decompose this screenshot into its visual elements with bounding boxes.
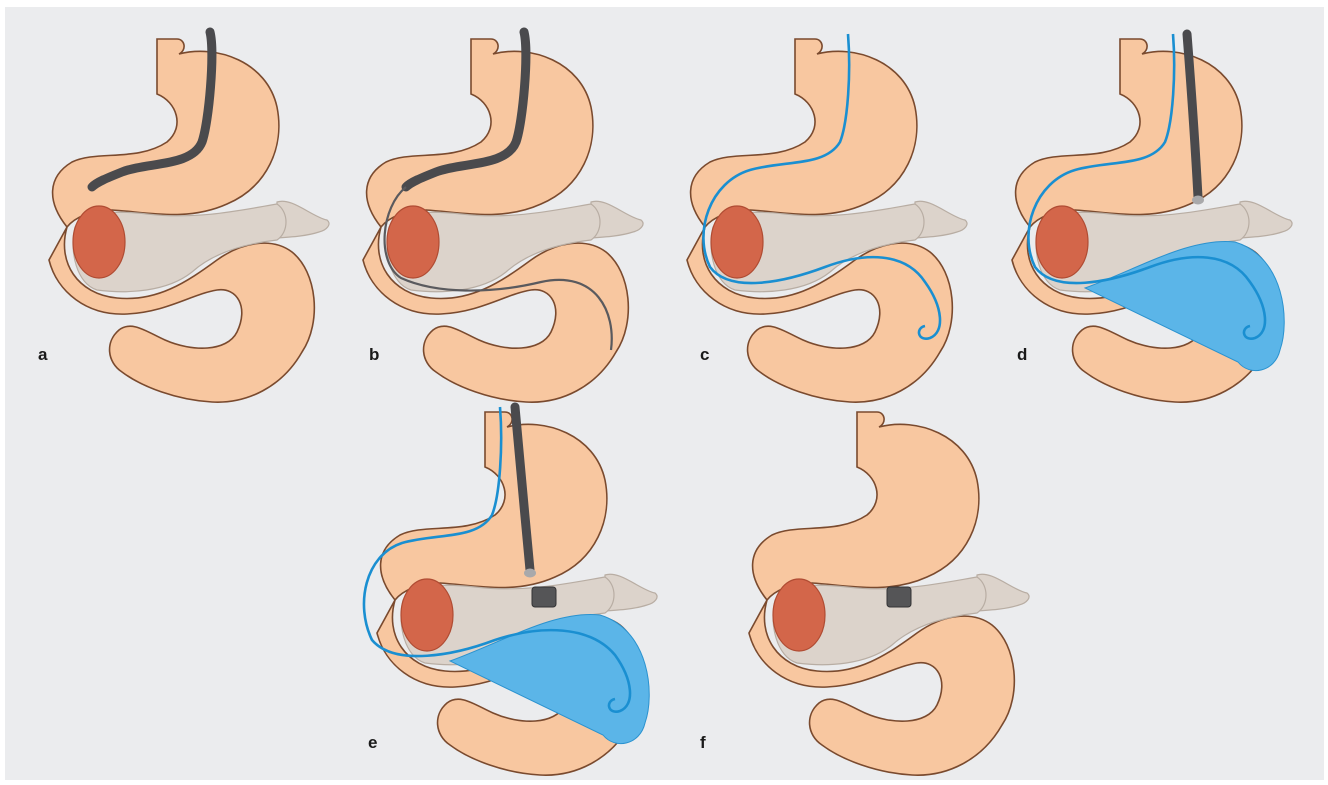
panel-c bbox=[687, 34, 967, 402]
panel-d bbox=[1012, 34, 1292, 402]
panel-c-label: c bbox=[700, 346, 709, 363]
panel-a-label: a bbox=[38, 346, 47, 363]
panel-d-label: d bbox=[1017, 346, 1027, 363]
endoscope-tip bbox=[1192, 196, 1204, 205]
stent bbox=[532, 587, 556, 607]
panel-b bbox=[363, 32, 643, 402]
procedure-figure: a b c d e f bbox=[5, 7, 1324, 780]
panel-f bbox=[749, 412, 1029, 775]
figure-canvas bbox=[5, 7, 1324, 780]
endoscope-tip bbox=[524, 569, 536, 578]
panel-e-label: e bbox=[368, 734, 377, 751]
panel-b-label: b bbox=[369, 346, 379, 363]
panel-e bbox=[364, 407, 657, 775]
panel-f-label: f bbox=[700, 734, 706, 751]
stent bbox=[887, 587, 911, 607]
panel-a bbox=[49, 32, 329, 402]
